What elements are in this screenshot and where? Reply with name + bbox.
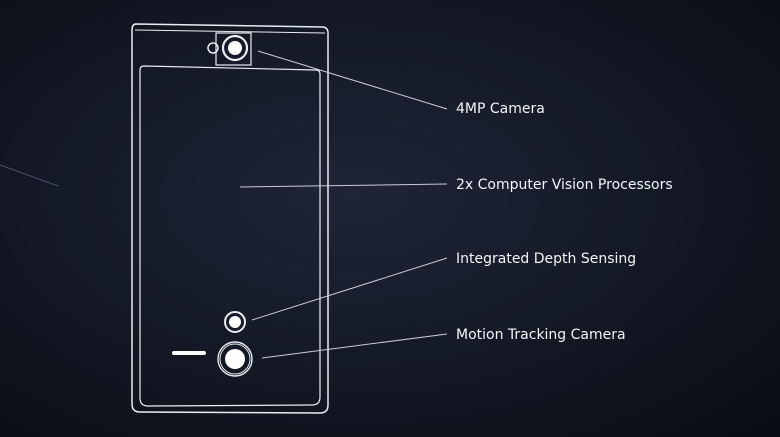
depth-sensor-lens: [229, 316, 241, 328]
callout-line-camera: [257, 50, 448, 110]
camera-housing: [215, 32, 252, 66]
flash-bar: [172, 351, 206, 355]
main-camera-lens: [228, 41, 242, 55]
label-camera: 4MP Camera: [456, 101, 545, 117]
phone-outline-inner: [134, 29, 326, 34]
motion-camera-ring-inner: [219, 343, 251, 375]
main-camera-ring: [221, 34, 249, 62]
label-motion-camera: Motion Tracking Camera: [456, 327, 626, 343]
callout-line-vision: [239, 183, 448, 188]
back-panel: [139, 65, 321, 407]
decorative-line: [0, 164, 59, 187]
label-vision-processors: 2x Computer Vision Processors: [456, 177, 673, 193]
motion-camera-ring: [217, 341, 253, 377]
callout-line-depth: [251, 257, 448, 321]
front-sensor-icon: [207, 42, 219, 54]
phone-outline: [131, 23, 329, 414]
callout-line-motion: [261, 333, 448, 359]
depth-sensor-ring: [224, 311, 246, 333]
motion-camera-lens: [225, 349, 245, 369]
label-depth-sensing: Integrated Depth Sensing: [456, 251, 637, 267]
